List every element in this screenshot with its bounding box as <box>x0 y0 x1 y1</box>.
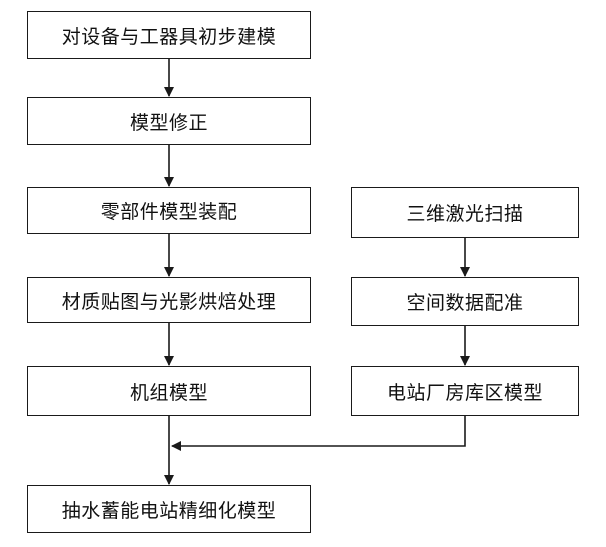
node-initial-modeling: 对设备与工器具初步建模 <box>27 11 311 59</box>
node-model-correction: 模型修正 <box>27 97 311 145</box>
node-final-model: 抽水蓄能电站精细化模型 <box>27 485 311 533</box>
node-spatial-registration: 空间数据配准 <box>351 277 579 326</box>
node-station-area-model: 电站厂房库区模型 <box>351 366 579 416</box>
node-material-lighting: 材质贴图与光影烘焙处理 <box>27 277 311 323</box>
node-parts-assembly: 零部件模型装配 <box>27 187 311 234</box>
node-laser-scanning: 三维激光扫描 <box>351 187 579 238</box>
node-unit-model: 机组模型 <box>27 366 311 416</box>
arrow-station-to-merge <box>171 416 466 451</box>
